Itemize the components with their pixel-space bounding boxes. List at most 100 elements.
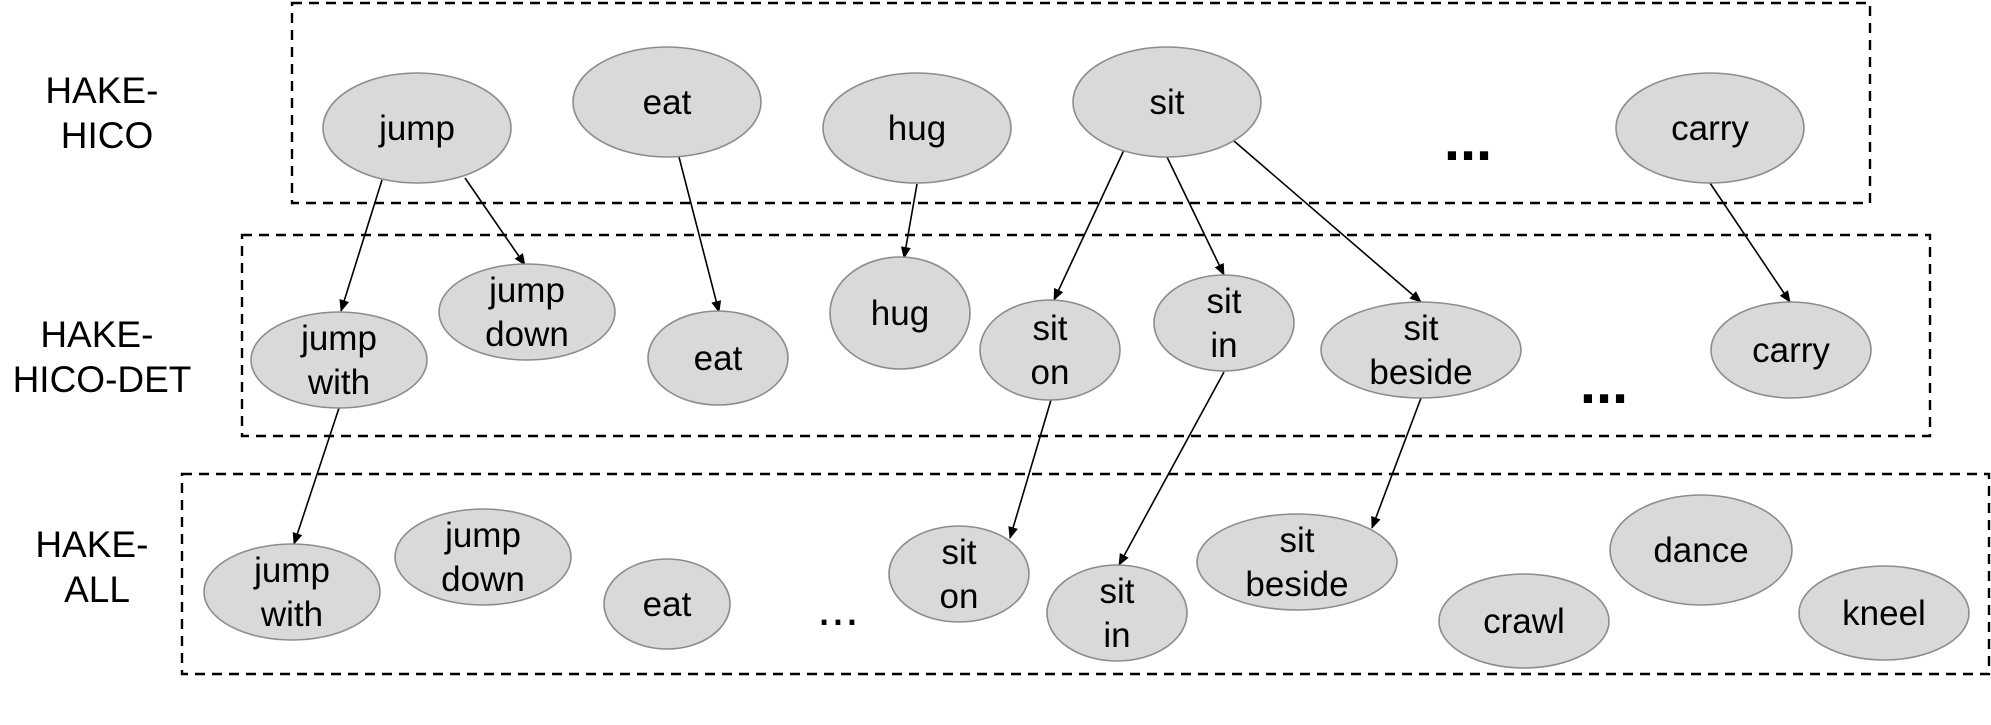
node-label: jump with [253, 551, 330, 634]
hake-all-box [180, 472, 1991, 676]
node-ellipse [250, 311, 428, 409]
edge-det-sit-in-to-all-sit-in [1118, 371, 1225, 566]
node-label-line: sit [1207, 282, 1242, 321]
edge-hico-sit-to-det-sit-in [1166, 156, 1225, 276]
node-label-line: with [260, 595, 323, 634]
edge-det-sit-on-to-all-sit-on [1008, 399, 1052, 539]
edge-hico-jump-to-det-jump-with [339, 179, 383, 312]
node-label-line: eat [643, 585, 692, 624]
node-label-line: with [307, 363, 370, 402]
node-ellipse [322, 72, 512, 184]
hake-hico-det-label: HAKE- HICO-DET [13, 314, 192, 400]
node-ellipse [822, 72, 1012, 184]
node-label-line: on [1031, 353, 1070, 392]
edge-det-jump-with-to-all-jump-with [292, 407, 340, 545]
node-label-line: in [1103, 616, 1130, 655]
node-hico-jump: jump [322, 72, 512, 184]
node-ellipse [1153, 274, 1295, 372]
hico-det-ellipsis: ... [1580, 351, 1628, 416]
node-label-line: kneel [1842, 594, 1926, 633]
node-label: crawl [1483, 602, 1565, 641]
node-label-line: carry [1752, 331, 1830, 370]
node-label: dance [1653, 531, 1748, 570]
node-label-line: eat [643, 83, 692, 122]
hake-all-label: HAKE- ALL [35, 524, 158, 610]
node-all-jump-down: jump down [394, 508, 572, 606]
node-label: eat [694, 339, 743, 378]
node-label-line: jump [488, 271, 565, 310]
node-label-line: eat [694, 339, 743, 378]
node-hico-sit: sit [1072, 46, 1262, 158]
node-label-line: sit [1150, 83, 1185, 122]
node-ellipse [603, 558, 731, 650]
edge-hico-carry-to-det-carry [1709, 182, 1791, 303]
hico-ellipsis: ... [1444, 108, 1492, 173]
node-label: carry [1671, 109, 1749, 148]
node-ellipse [572, 46, 762, 158]
node-all-kneel: kneel [1798, 565, 1970, 661]
node-all-sit-beside: sit beside [1196, 513, 1398, 611]
edge-hico-hug-to-det-hug [900, 183, 918, 259]
node-label-line: beside [1245, 565, 1348, 604]
node-label: carry [1752, 331, 1830, 370]
node-label-line: down [441, 560, 525, 599]
node-ellipse [979, 299, 1121, 401]
node-label-line: sit [1100, 572, 1135, 611]
node-ellipse [1046, 564, 1188, 662]
node-ellipse [647, 310, 789, 406]
node-label: jump down [485, 271, 569, 354]
hake-hico-label: HAKE- HICO [45, 70, 168, 156]
node-label-line: jump [444, 516, 521, 555]
node-label-line: hug [888, 109, 946, 148]
node-label: sit on [940, 533, 979, 616]
node-label: kneel [1842, 594, 1926, 633]
node-ellipse [1196, 513, 1398, 611]
node-ellipse [1798, 565, 1970, 661]
node-all-jump-with: jump with [203, 543, 381, 641]
nodes-layer: jump eat hug sit carry jump with jump down eat hug… [203, 46, 1970, 669]
node-ellipse [203, 543, 381, 641]
node-label-line: in [1210, 326, 1237, 365]
node-ellipse [1072, 46, 1262, 158]
node-ellipse [1609, 494, 1793, 606]
node-all-dance: dance [1609, 494, 1793, 606]
node-ellipse [438, 263, 616, 361]
edge-hico-jump-to-det-jump-down [464, 177, 526, 266]
node-label-line: beside [1369, 353, 1472, 392]
node-label: hug [888, 109, 946, 148]
node-label: eat [643, 83, 692, 122]
node-label-line: dance [1653, 531, 1748, 570]
node-label-line: down [485, 315, 569, 354]
node-det-eat: eat [647, 310, 789, 406]
node-label-line: jump [253, 551, 330, 590]
node-det-sit-in: sit in [1153, 274, 1295, 372]
node-ellipse [1710, 301, 1872, 399]
node-label-line: on [940, 577, 979, 616]
node-det-jump-down: jump down [438, 263, 616, 361]
node-hico-hug: hug [822, 72, 1012, 184]
node-ellipse [394, 508, 572, 606]
node-label-line: sit [942, 533, 977, 572]
node-label-line: carry [1671, 109, 1749, 148]
node-label: sit in [1100, 572, 1135, 655]
hake-hico-det-box [240, 233, 1932, 438]
edge-hico-sit-to-det-sit-beside [1233, 140, 1422, 303]
node-ellipse [829, 256, 971, 370]
node-all-sit-in: sit in [1046, 564, 1188, 662]
node-label-line: crawl [1483, 602, 1565, 641]
node-label: eat [643, 585, 692, 624]
node-label-line: sit [1280, 521, 1315, 560]
node-label: sit [1150, 83, 1185, 122]
node-label-line: hug [871, 294, 929, 333]
edges-layer [292, 140, 1791, 566]
node-all-crawl: crawl [1438, 573, 1610, 669]
node-det-carry: carry [1710, 301, 1872, 399]
edge-det-sit-beside-to-all-sit-beside [1371, 397, 1422, 529]
node-hico-carry: carry [1615, 72, 1805, 184]
node-det-hug: hug [829, 256, 971, 370]
